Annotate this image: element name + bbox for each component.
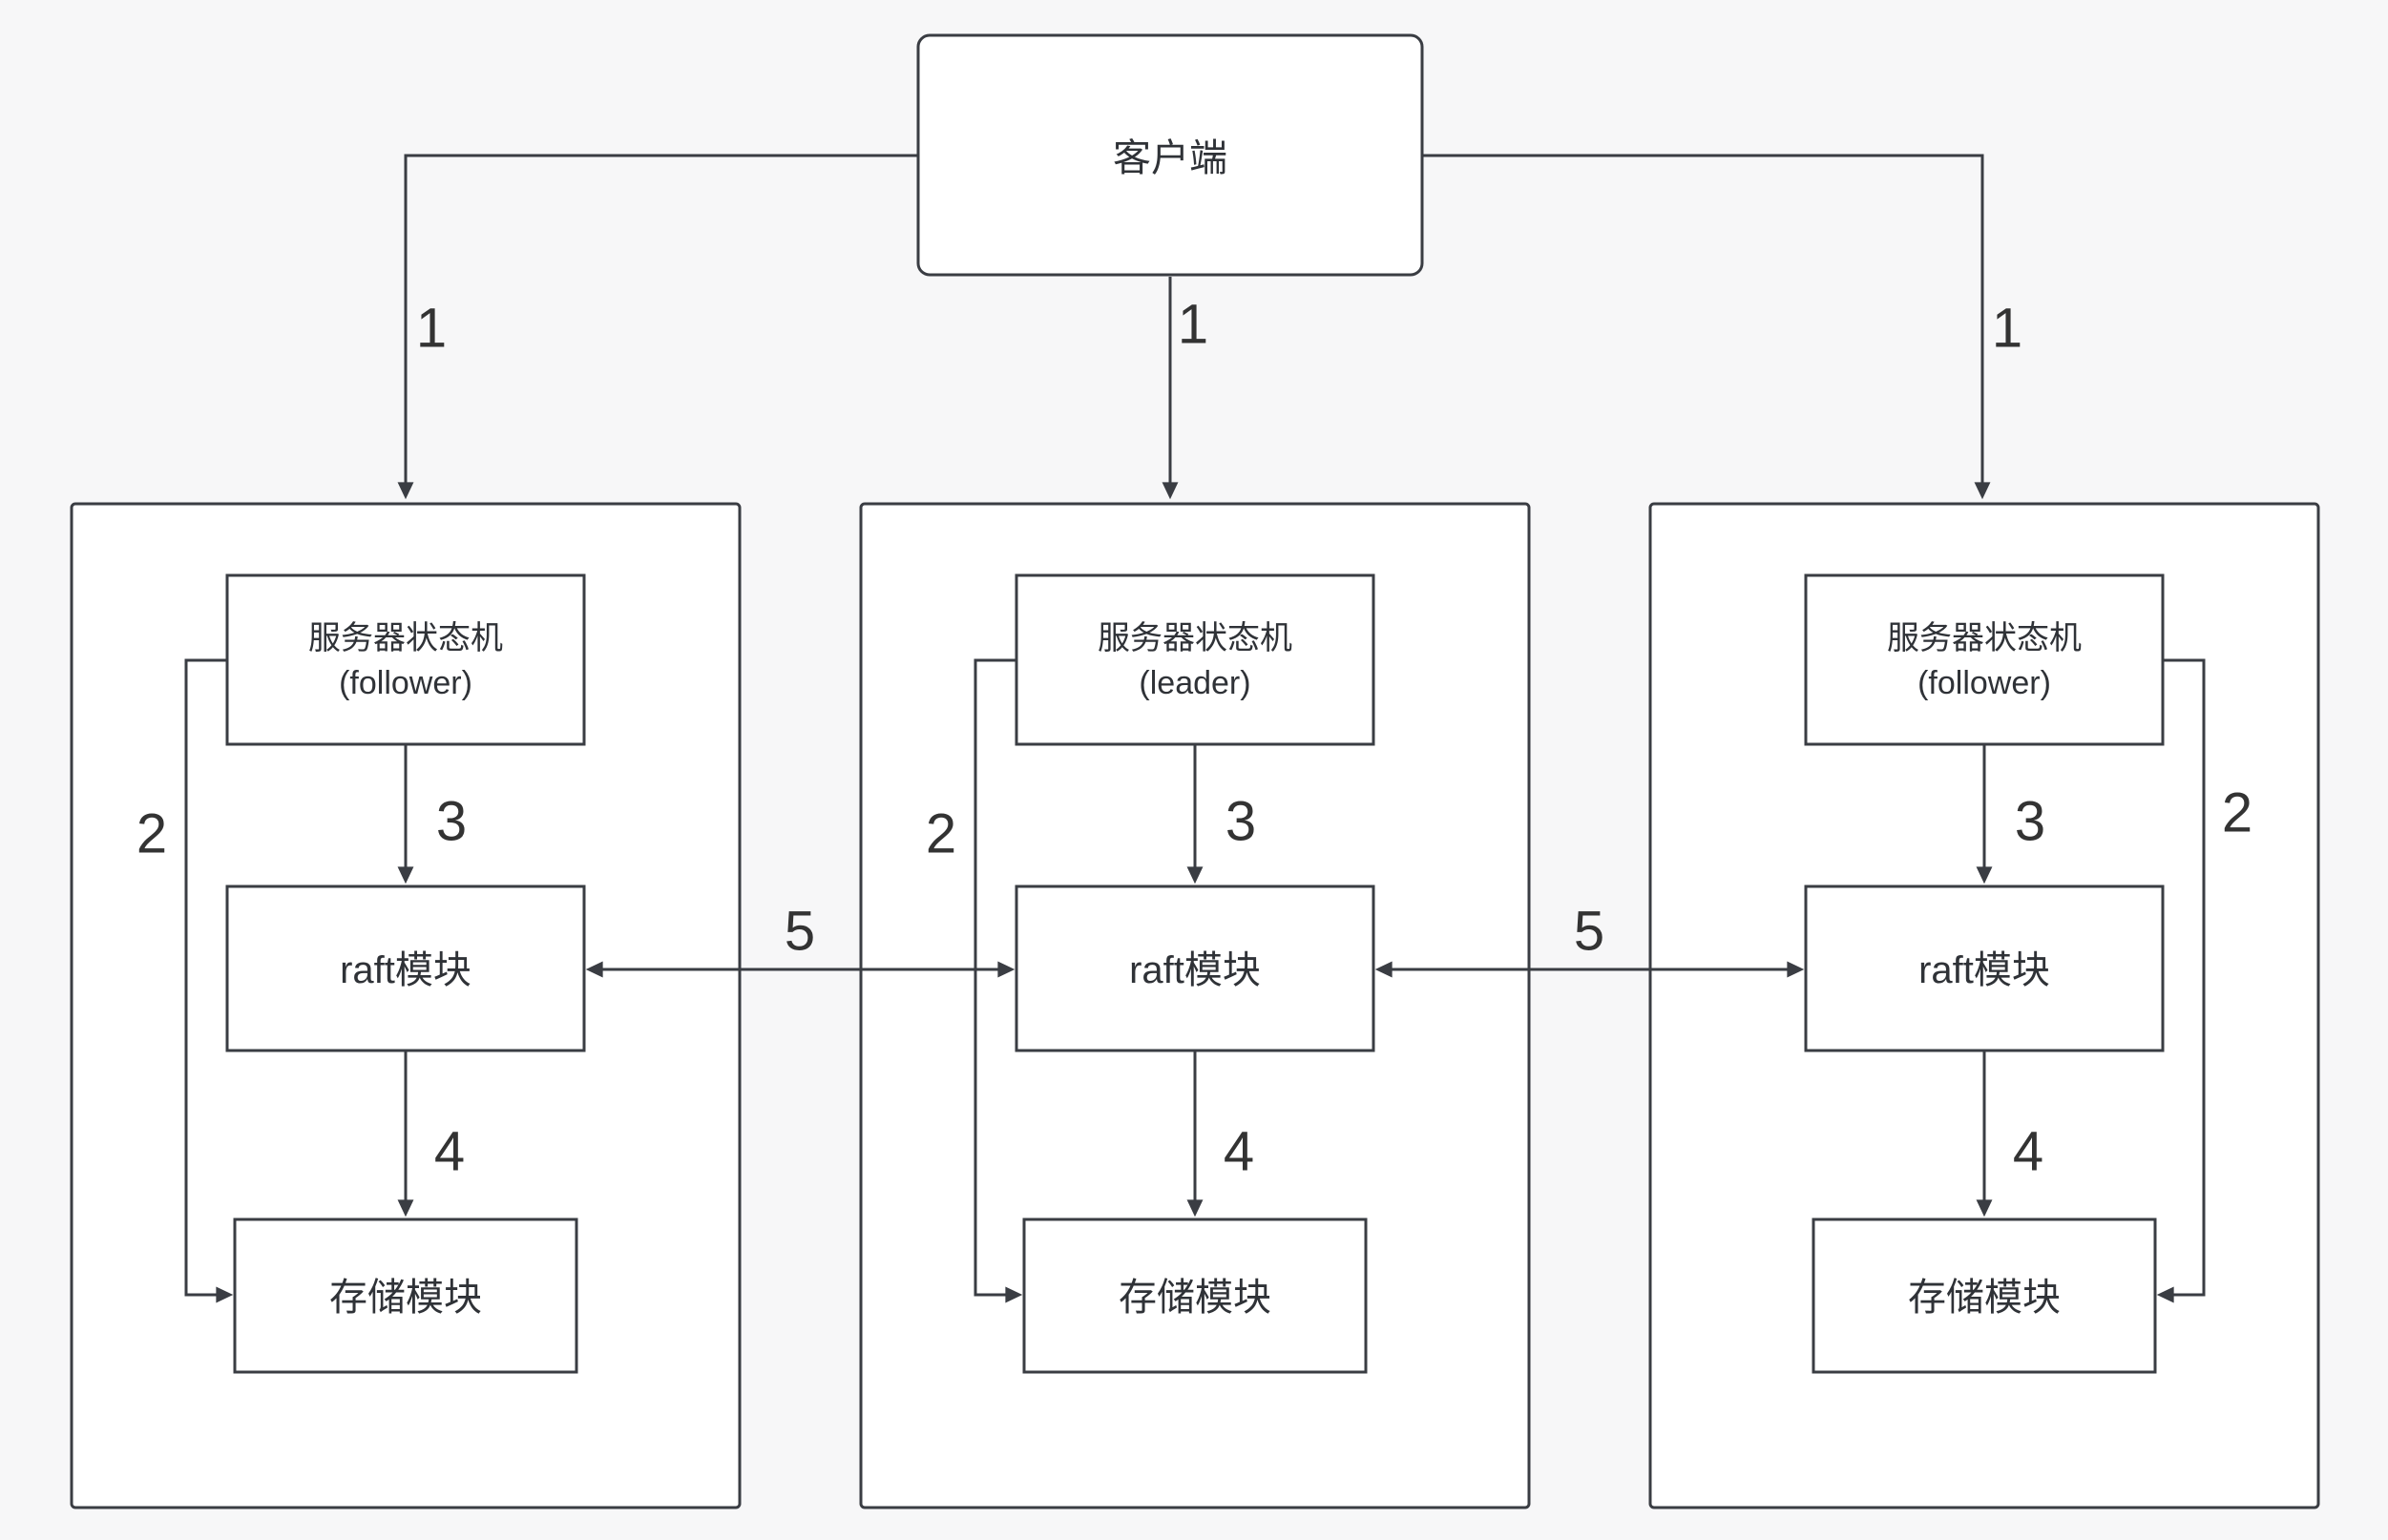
raft-module-label: raft模块 [1129,949,1261,991]
step-label-1: 1 [1992,298,2022,360]
state-machine-box [225,573,586,746]
arrow-state-to-storage-right [2156,658,2206,1303]
state-machine-title: 服务器状态机 [1887,620,2082,656]
step-label-3: 3 [436,791,467,853]
step-label-4: 4 [434,1121,465,1183]
step-label-3: 3 [2015,791,2045,853]
server-box-right [1648,502,2320,1509]
state-machine-box [1804,573,2165,746]
step-label-2: 2 [136,803,167,865]
step-label-2: 2 [926,803,956,865]
storage-module-box [233,1217,578,1374]
storage-module-label: 存储模块 [1119,1277,1271,1319]
state-machine-box [1015,573,1375,746]
arrow-client-to-right-server [1422,154,1991,500]
step-label-4: 4 [1224,1121,1254,1183]
state-machine-role: (follower) [339,665,472,701]
state-machine-title: 服务器状态机 [308,620,503,656]
server-box-middle [859,502,1531,1509]
state-machine-role: (follower) [1917,665,2051,701]
storage-module-label: 存储模块 [329,1277,482,1319]
client-label: 客户端 [1113,137,1227,179]
step-label-1: 1 [416,298,447,360]
server-box-left [70,502,742,1509]
raft-module-box [1804,884,2165,1052]
storage-module-box [1812,1217,2157,1374]
step-label-3: 3 [1225,791,1256,853]
storage-module-box [1022,1217,1368,1374]
state-machine-title: 服务器状态机 [1098,620,1292,656]
step-label-2: 2 [2222,782,2252,844]
step-label-4: 4 [2013,1121,2043,1183]
step-label-1: 1 [1178,294,1208,356]
step-label-5: 5 [1574,901,1604,963]
step-label-5: 5 [785,901,815,963]
state-machine-role: (leader) [1139,665,1250,701]
raft-module-label: raft模块 [1918,949,2050,991]
arrow-state-to-storage-middle [974,658,1023,1303]
arrow-client-to-left-server [397,154,918,500]
raft-module-box [225,884,586,1052]
raft-module-label: raft模块 [340,949,471,991]
arrow-state-to-storage-left [184,658,234,1303]
storage-module-label: 存储模块 [1908,1277,2061,1319]
